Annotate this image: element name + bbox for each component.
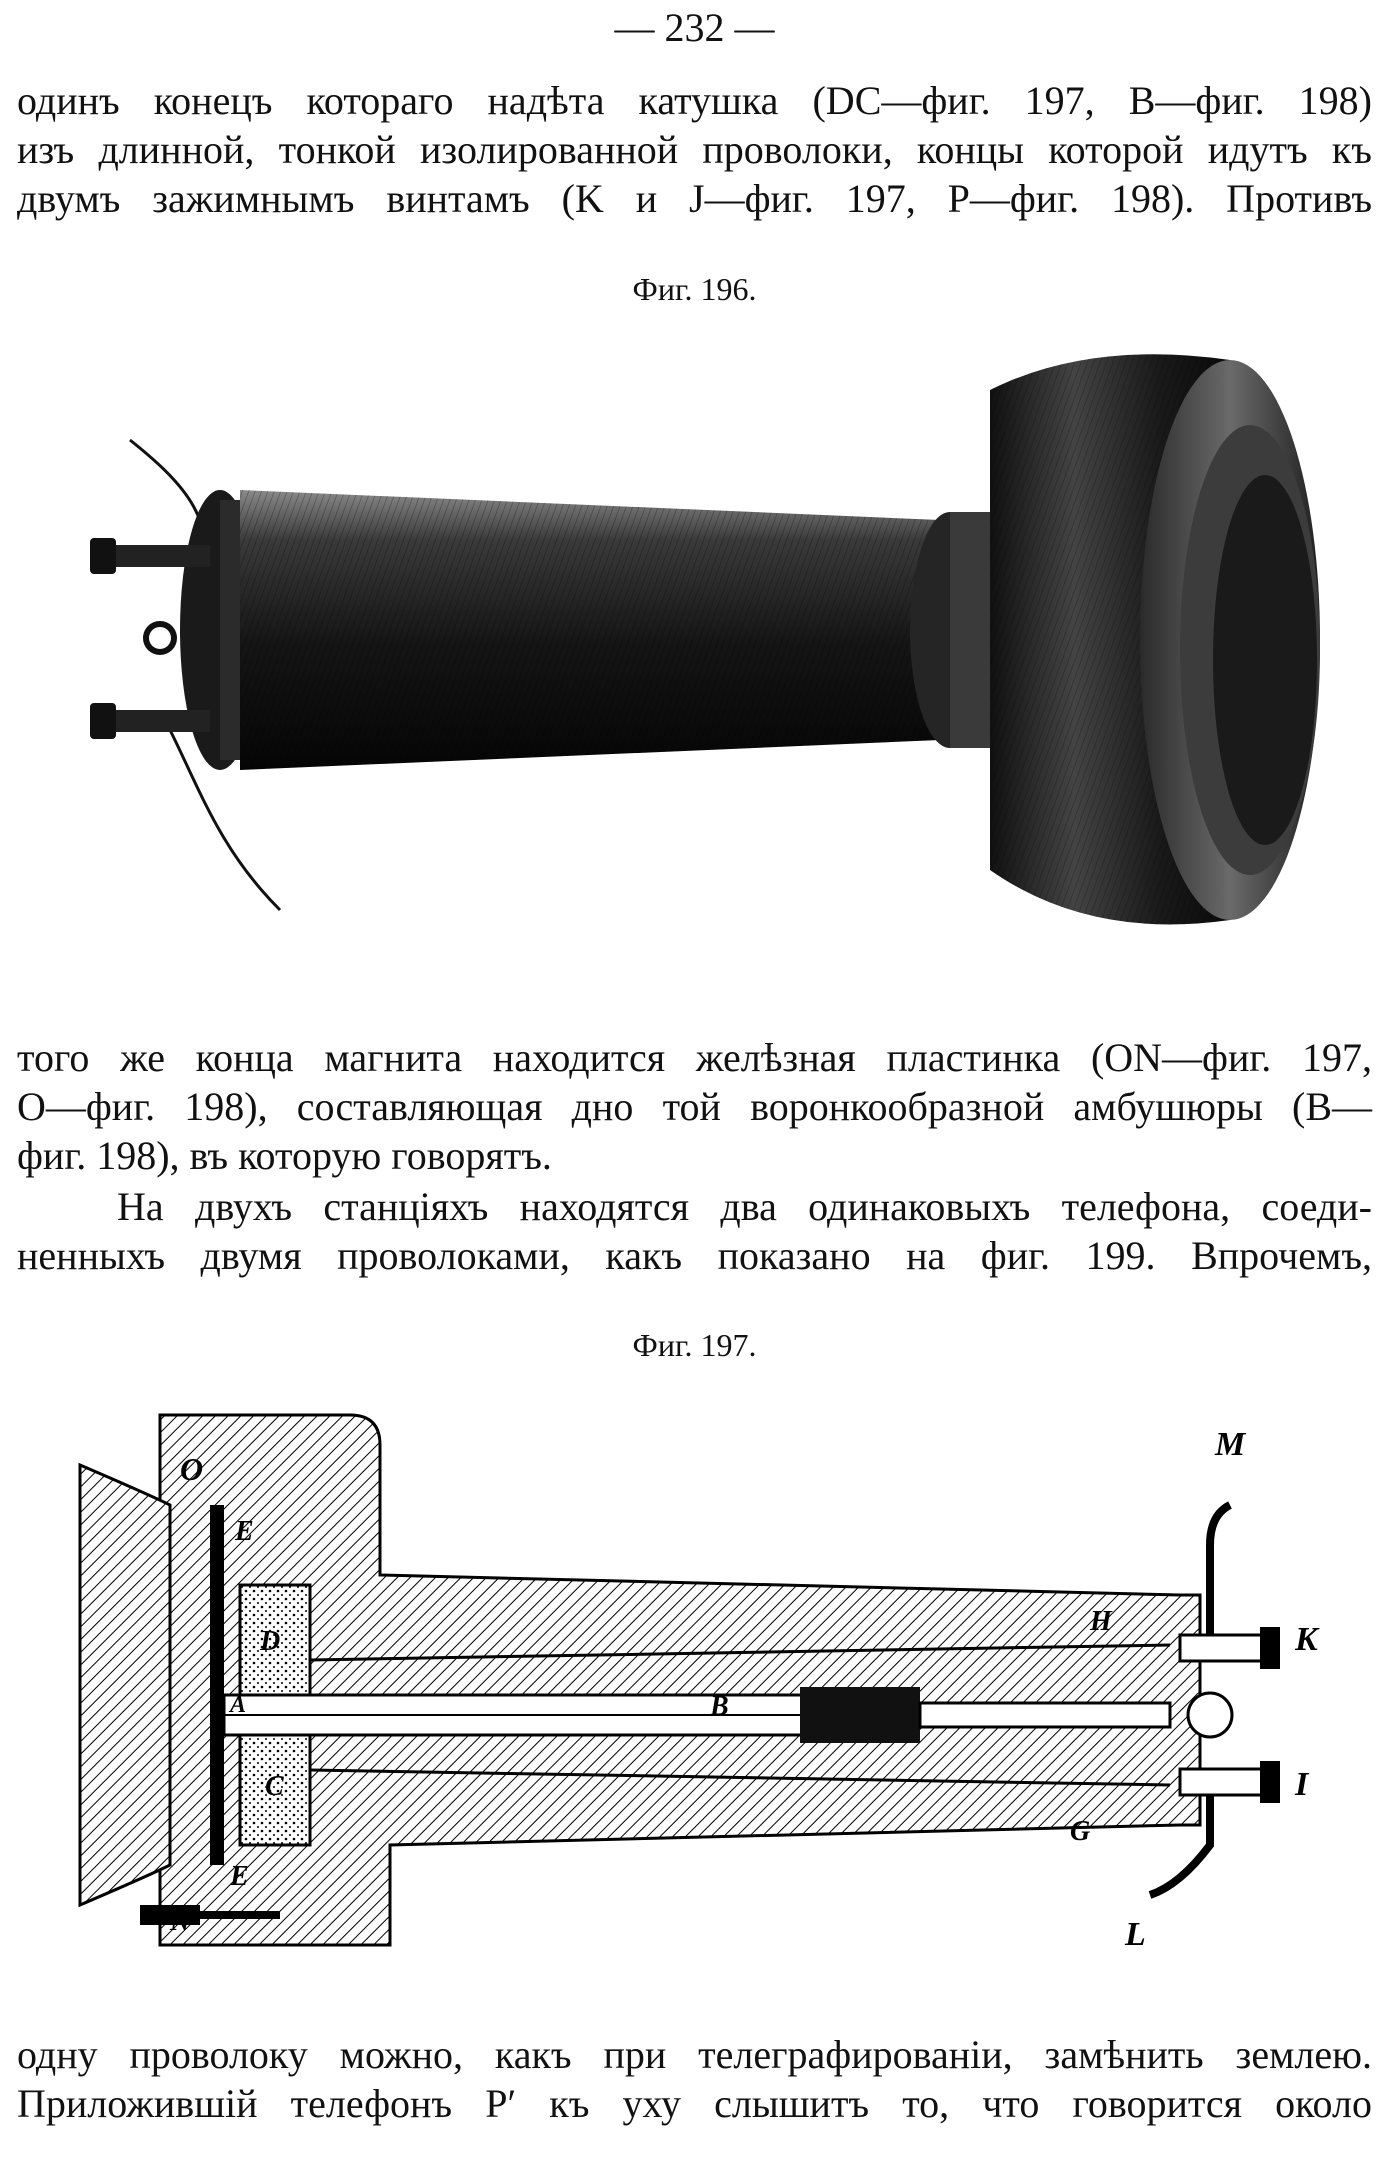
paragraph-line: изъ длинной, тонкой изолированной провол… xyxy=(17,127,1372,172)
coil-lower xyxy=(238,1733,312,1847)
label-e-bottom: E xyxy=(229,1861,249,1892)
adjust-screw xyxy=(800,1687,920,1743)
terminal-k xyxy=(1178,1633,1272,1663)
page-number: — 232 — xyxy=(614,5,775,50)
wire-l xyxy=(1148,1795,1214,1899)
mouthpiece xyxy=(78,1462,172,1908)
figure-196-telephone-illustration xyxy=(90,330,1360,980)
label-g: G xyxy=(1070,1816,1090,1847)
paragraph-line: двумъ зажимнымъ винтамъ (K и J—фиг. 197,… xyxy=(17,176,1372,221)
label-d: D xyxy=(259,1626,280,1657)
figure-196-caption: Фиг. 196. xyxy=(632,271,757,307)
wire-bottom xyxy=(168,729,282,912)
paragraph-line: Приложившій телефонъ P′ къ уху слышитъ т… xyxy=(17,2081,1372,2126)
paragraph-line: того же конца магнита находится желѣзная… xyxy=(17,1035,1372,1080)
label-i: I xyxy=(1294,1766,1310,1803)
paragraph-line: ненныхъ двумя проволоками, какъ показано… xyxy=(17,1233,1372,1278)
paragraph-2: того же конца магнита находится желѣзная… xyxy=(17,1033,1372,1180)
screw-n xyxy=(140,1905,200,1925)
coil-upper xyxy=(238,1583,312,1697)
label-e-top: E xyxy=(234,1516,254,1547)
terminal-i xyxy=(1178,1767,1272,1797)
label-c: C xyxy=(265,1771,284,1802)
figure-197-caption: Фиг. 197. xyxy=(632,1327,757,1363)
label-k: K xyxy=(1294,1621,1320,1658)
label-h: H xyxy=(1089,1606,1113,1637)
paragraph-1: одинъ конецъ котораго надѣта катушка (DC… xyxy=(17,76,1372,223)
wire-m xyxy=(1206,1501,1233,1635)
terminal-screws xyxy=(90,538,210,739)
label-l: L xyxy=(1124,1916,1146,1953)
label-b: B xyxy=(709,1691,729,1722)
label-m: M xyxy=(1214,1426,1247,1463)
paragraph-3: На двухъ станціяхъ находятся два одинако… xyxy=(17,1182,1372,1280)
paragraph-line: одну проволоку можно, какъ при телеграфи… xyxy=(17,2032,1372,2077)
paragraph-line: На двухъ станціяхъ находятся два одинако… xyxy=(117,1184,1372,1229)
figure-197-cross-section-diagram: O E D A B C E N H G M K I L xyxy=(60,1405,1360,1965)
label-n: N xyxy=(169,1906,192,1937)
paragraph-line: фиг. 198), въ которую говорятъ. xyxy=(17,1133,552,1178)
paragraph-4: одну проволоку можно, какъ при телеграфи… xyxy=(17,2030,1372,2128)
paragraph-line: одинъ конецъ котораго надѣта катушка (DC… xyxy=(17,78,1372,123)
label-o: O xyxy=(180,1451,203,1487)
diaphragm-plate xyxy=(210,1505,224,1865)
label-a: A xyxy=(228,1692,246,1718)
paragraph-line: O—фиг. 198), составляющая дно той воронк… xyxy=(17,1084,1372,1129)
telephone-body xyxy=(158,1413,1202,1947)
